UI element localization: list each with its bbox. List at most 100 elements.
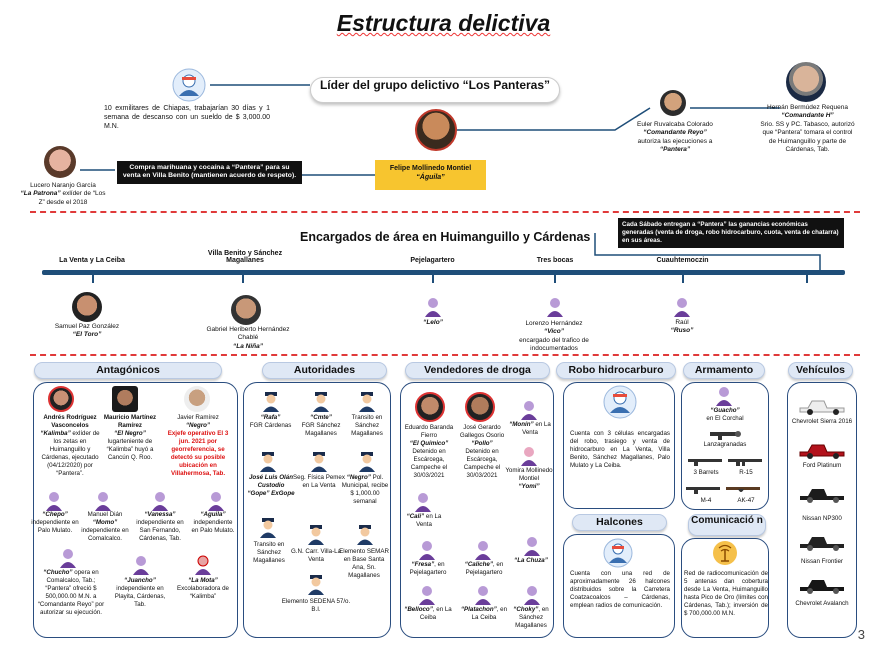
area-caption-1: Gabriel Heriberto Hernández Chablé “La N… — [205, 326, 291, 351]
header-vehiculos: Vehículos — [788, 362, 853, 379]
mauricio-caption: Mauricio Martínez Ramírez “El Negro” lug… — [100, 414, 160, 462]
police-officer-icon — [260, 518, 276, 538]
weapon-label-4: AK-47 — [737, 497, 755, 504]
vehicle-label-1: Ford Platinum — [802, 462, 842, 469]
andres-detail: exlíder de los zetas en Huimanguillo y C… — [41, 430, 100, 478]
robo-text: Cuenta con 3 células encargadas del robo… — [570, 430, 670, 470]
aut-5-alias: “Negro” — [346, 474, 371, 481]
black-pickup-icon — [800, 537, 844, 551]
person-icon — [716, 387, 732, 406]
person-icon — [208, 492, 224, 511]
aut-4-detail: Seg. Física Pemex en La Venta — [293, 474, 345, 490]
mauricio-avatar — [112, 386, 138, 412]
javier-alias: “Negro” — [185, 422, 211, 430]
andres-name: Andrés Rodríguez Vasconcelos — [43, 414, 97, 430]
person-icon — [46, 492, 62, 511]
person-icon — [521, 447, 537, 466]
aut-8-caption: Elemento SEMAR en Base Santa Ana, Sn. Ma… — [338, 548, 390, 580]
timeline-tick — [554, 273, 556, 283]
person-icon — [133, 556, 149, 575]
timeline-tick — [92, 273, 94, 283]
area-label-0: La Venta y La Ceiba — [59, 257, 125, 264]
weapon-label-2: R-15 — [739, 469, 753, 476]
aut-0-caption: “Rafa”FGR Cárdenas — [248, 414, 293, 430]
area-caption-3: Lorenzo Hernández “Vico” encargado del t… — [514, 320, 594, 354]
compra-box: Compra marihuana y cocaína a “Pantera” p… — [117, 161, 302, 184]
belloco-caption: “Belloco”, en La Ceiba — [404, 606, 452, 622]
leader-name: Felipe Mollinedo Montiel — [389, 165, 472, 172]
page-title: Estructura delictiva — [336, 10, 551, 36]
aut-8-detail: Elemento SEMAR en Base Santa Ana, Sn. Ma… — [339, 548, 389, 580]
choky-alias: “Choky” — [513, 606, 539, 613]
area-name-0: Samuel Paz González — [54, 323, 120, 330]
lamota-caption: “La Mota” Excolaboradora de “Kalimba” — [172, 577, 234, 601]
black-pickup-icon — [800, 489, 844, 503]
person-icon — [521, 401, 537, 420]
monin-alias: “Monín” — [509, 421, 534, 428]
chepo-caption: “Chepo” independiente en Palo Mulato. — [30, 511, 80, 535]
timeline-tick — [432, 273, 434, 283]
aut-9-detail: Elemento SEDENA 57/o. B.I. — [281, 598, 351, 614]
aut-7-detail: G.N. Carr. Villa-La Venta — [290, 548, 342, 564]
weapon-label-3: M-4 — [700, 497, 712, 504]
comunicacion-text: Red de radiocomunicación de 5 antenas da… — [684, 570, 768, 618]
person-icon — [603, 385, 637, 419]
fresa-caption: “Fresa”, en Pejelagartero — [409, 561, 447, 577]
choky-caption: “Choky”, en Sánchez Magallanes — [513, 606, 549, 630]
page-number: 3 — [857, 627, 865, 642]
vanessa-detail: independiente en San Fernando, Cárdenas,… — [136, 519, 184, 543]
aut-6-detail: Transito en Sánchez Magallanes — [253, 541, 285, 565]
monin-detail: en La Venta — [522, 421, 551, 437]
police-officer-icon — [311, 452, 327, 472]
area-caption-0: Samuel Paz González “El Toro” — [47, 323, 127, 340]
andres-avatar — [48, 386, 74, 412]
person-icon — [95, 492, 111, 511]
exmilitares-text: 10 exmilitares de Chiapas, trabajarían 3… — [104, 105, 270, 131]
person-icon — [419, 586, 435, 605]
timeline-tick — [242, 273, 244, 283]
area-avatar-1 — [231, 295, 261, 325]
yomi-name: Yomira Mollinedo Montiel — [505, 467, 553, 483]
leader-title-box: Líder del grupo delictivo “Los Panteras” — [310, 77, 560, 103]
belloco-alias: “Belloco” — [404, 606, 433, 613]
lamota-alias: “La Mota” — [188, 577, 218, 584]
choky-detail: en Sánchez Magallanes — [515, 606, 549, 630]
area-caption-4: Raúl “Ruso” — [657, 319, 707, 336]
hernan-avatar — [786, 62, 826, 102]
aut-6-caption: Transito en Sánchez Magallanes — [246, 541, 292, 565]
manuel-name: Manuel Dián — [87, 511, 123, 518]
person-icon — [152, 492, 168, 511]
lucero-alias: “La Patrona” — [20, 190, 61, 198]
rifle-icon — [728, 459, 762, 466]
antenna-icon — [713, 541, 737, 565]
black-pickup-icon — [800, 580, 844, 594]
jose-caption: José Gerardo Gallegos Osorio“Pollo”Deten… — [455, 424, 509, 480]
person-icon — [419, 541, 435, 560]
leader-alias: “Águila” — [416, 174, 445, 182]
area-detail-3: encargado del trafico de indocumentados — [519, 336, 589, 353]
panel-vehiculos — [787, 382, 857, 638]
area-alias-1: “La Niña” — [233, 342, 263, 350]
jose-detail: Detenido en Escárcega, Campeche el 30/03… — [463, 448, 501, 480]
leader-avatar — [415, 109, 457, 151]
area-label-2: Pejelagartero — [410, 257, 455, 264]
euler-detail: autoriza las ejecuciones a — [637, 137, 713, 145]
header-autoridades: Autoridades — [262, 362, 387, 379]
area-label-4: Cuauhtemoczin — [656, 257, 709, 264]
timeline-tick — [682, 273, 684, 283]
hernan-alias: “Comandante H” — [781, 112, 834, 120]
chuza-alias: “La Chuza” — [514, 557, 548, 564]
halcones-text: Cuenta con una red de aproximadamente 26… — [570, 570, 670, 610]
jose-alias: “Pollo” — [471, 440, 493, 448]
aut-2-detail: Transito en Sánchez Magallanes — [351, 414, 383, 438]
aut-9-caption: Elemento SEDENA 57/o. B.I. — [278, 598, 354, 614]
police-officer-icon — [263, 392, 279, 412]
cali-caption: “Cali” en La Venta — [402, 513, 446, 529]
aut-3-caption: José Luis Olán Custodio “Gope” ExGope — [246, 474, 296, 498]
person-icon — [524, 586, 540, 605]
mauricio-alias: “El Negro” — [114, 430, 146, 438]
police-officer-icon — [313, 392, 329, 412]
area-label-3: Tres bocas — [536, 257, 574, 264]
panel-antagonicos — [33, 382, 238, 638]
fresa-alias: “Fresa” — [411, 561, 435, 568]
